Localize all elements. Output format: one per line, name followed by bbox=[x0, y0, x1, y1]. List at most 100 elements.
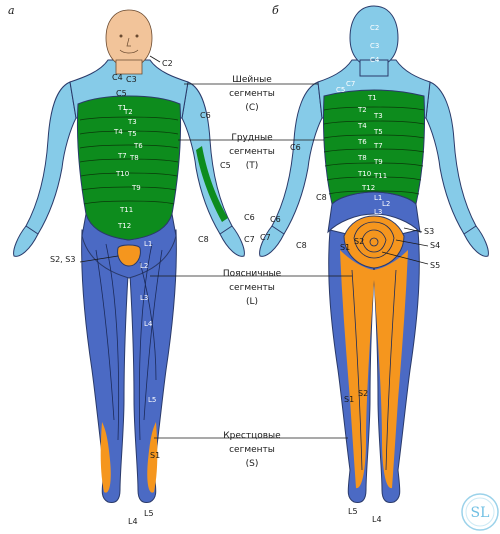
front-label-c6: C6 bbox=[200, 111, 211, 120]
svg-text:сегменты: сегменты bbox=[229, 89, 275, 99]
back-label-t12: T12 bbox=[361, 184, 375, 192]
front-label-c2: C2 bbox=[162, 59, 173, 68]
group-label-lumbar: Поясничные сегменты (L) bbox=[150, 269, 352, 307]
group-label-cervical: Шейные сегменты (C) bbox=[184, 75, 318, 113]
front-figure bbox=[13, 9, 245, 503]
svg-text:Шейные: Шейные bbox=[232, 75, 272, 85]
back-label-t5: T5 bbox=[373, 128, 383, 136]
front-label-l3: L3 bbox=[140, 294, 148, 302]
front-label-c4: C4 bbox=[112, 73, 123, 82]
front-label-t6: T6 bbox=[133, 142, 143, 150]
back-label-t9: T9 bbox=[373, 158, 383, 166]
back-left-hand bbox=[259, 225, 285, 257]
back-label-t6: T6 bbox=[357, 138, 367, 146]
back-label-l5-foot: L5 bbox=[348, 507, 358, 516]
back-label-l1: L1 bbox=[374, 194, 382, 202]
back-label-s2-leg: S2 bbox=[358, 389, 368, 398]
front-label-t3: T3 bbox=[127, 118, 137, 126]
front-label-t9: T9 bbox=[131, 184, 141, 192]
back-label-c6-hand: C6 bbox=[270, 215, 281, 224]
back-label-c2: C2 bbox=[370, 24, 379, 32]
svg-text:сегменты: сегменты bbox=[229, 283, 275, 293]
front-label-l4-foot: L4 bbox=[128, 517, 138, 526]
back-label-t4: T4 bbox=[357, 122, 367, 130]
front-left-shin-sacral bbox=[100, 422, 111, 493]
svg-text:(S): (S) bbox=[246, 459, 259, 469]
back-label-c3: C3 bbox=[370, 42, 379, 50]
front-label-t1: T1 bbox=[117, 104, 127, 112]
back-label-s4: S4 bbox=[430, 241, 440, 250]
panel-label-front: а bbox=[8, 4, 15, 17]
front-left-leg bbox=[81, 229, 129, 503]
front-left-hand bbox=[13, 225, 39, 257]
back-trunk-thoracic bbox=[322, 89, 426, 206]
back-sacral-legs bbox=[340, 250, 408, 489]
front-genital-sacral bbox=[117, 244, 141, 267]
svg-text:сегменты: сегменты bbox=[229, 147, 275, 157]
front-right-shin-sacral bbox=[147, 422, 158, 493]
front-label-l5: L5 bbox=[148, 396, 156, 404]
front-left-arm bbox=[24, 81, 77, 237]
front-label-t7: T7 bbox=[117, 152, 127, 160]
back-label-c8-hand: C8 bbox=[296, 241, 307, 250]
back-label-t11: T11 bbox=[373, 172, 387, 180]
back-label-t1: T1 bbox=[367, 94, 377, 102]
back-label-t7: T7 bbox=[373, 142, 383, 150]
back-label-s1: S1 bbox=[340, 243, 350, 252]
front-label-t12: T12 bbox=[117, 222, 131, 230]
back-label-c7: C7 bbox=[346, 80, 355, 88]
back-label-c6: C6 bbox=[290, 143, 301, 152]
front-label-c5-chest: C5 bbox=[116, 89, 127, 98]
back-label-c4: C4 bbox=[370, 56, 380, 64]
back-label-t3: T3 bbox=[373, 112, 383, 120]
back-segment-labels: C2 C3 C4 C5 C6 C7 C8 C6 C7 C8 T1 T2 T3 T… bbox=[260, 24, 440, 524]
back-label-l4-foot: L4 bbox=[372, 515, 382, 524]
svg-text:(L): (L) bbox=[246, 297, 258, 307]
back-label-c8: C8 bbox=[316, 193, 327, 202]
front-label-s2s3: S2, S3 bbox=[50, 255, 75, 264]
group-label-thoracic: Грудные сегменты (T) bbox=[178, 133, 324, 171]
back-label-t8: T8 bbox=[357, 154, 367, 162]
front-label-t2: T2 bbox=[123, 108, 133, 116]
svg-text:(C): (C) bbox=[245, 103, 258, 113]
front-label-l5-foot: L5 bbox=[144, 509, 154, 518]
front-label-t5: T5 bbox=[127, 130, 137, 138]
front-label-l1: L1 bbox=[144, 240, 152, 248]
front-label-l4: L4 bbox=[144, 320, 153, 328]
back-label-t2: T2 bbox=[357, 106, 367, 114]
front-label-c3: C3 bbox=[126, 75, 137, 84]
back-left-arm bbox=[270, 81, 323, 237]
front-label-c7: C7 bbox=[244, 235, 255, 244]
back-label-s1-leg: S1 bbox=[344, 395, 354, 404]
back-label-s5: S5 bbox=[430, 261, 440, 270]
back-label-c7-hand: C7 bbox=[260, 233, 271, 242]
front-trunk-thoracic bbox=[76, 95, 182, 241]
back-label-l2: L2 bbox=[382, 200, 390, 208]
back-figure bbox=[259, 5, 489, 503]
sl-logo: SL bbox=[461, 493, 499, 531]
front-label-c5-arm: C5 bbox=[220, 161, 231, 170]
back-label-t10: T10 bbox=[357, 170, 371, 178]
front-right-hand bbox=[219, 225, 245, 257]
front-segment-labels: C2 C3 C4 C5 C6 C5 C6 C8 C7 T1 T2 T3 T4 T… bbox=[50, 55, 255, 526]
back-label-c5: C5 bbox=[336, 86, 345, 94]
front-right-arm bbox=[181, 81, 234, 237]
back-right-hand bbox=[463, 225, 489, 257]
svg-text:сегменты: сегменты bbox=[229, 445, 275, 455]
front-right-leg bbox=[129, 229, 177, 503]
front-label-l2: L2 bbox=[140, 262, 148, 270]
back-label-s3: S3 bbox=[424, 227, 434, 236]
svg-text:Крестцовые: Крестцовые bbox=[223, 431, 281, 441]
front-label-t4: T4 bbox=[113, 128, 123, 136]
back-buttocks bbox=[343, 215, 405, 269]
sl-logo-text: SL bbox=[471, 505, 490, 521]
front-label-c8: C8 bbox=[198, 235, 209, 244]
front-label-t10: T10 bbox=[115, 170, 129, 178]
front-label-t11: T11 bbox=[119, 206, 133, 214]
front-label-s1: S1 bbox=[150, 451, 160, 460]
front-label-t8: T8 bbox=[129, 154, 139, 162]
back-label-l3: L3 bbox=[374, 208, 382, 216]
back-right-arm bbox=[425, 81, 478, 237]
panel-label-back: б bbox=[272, 4, 279, 17]
